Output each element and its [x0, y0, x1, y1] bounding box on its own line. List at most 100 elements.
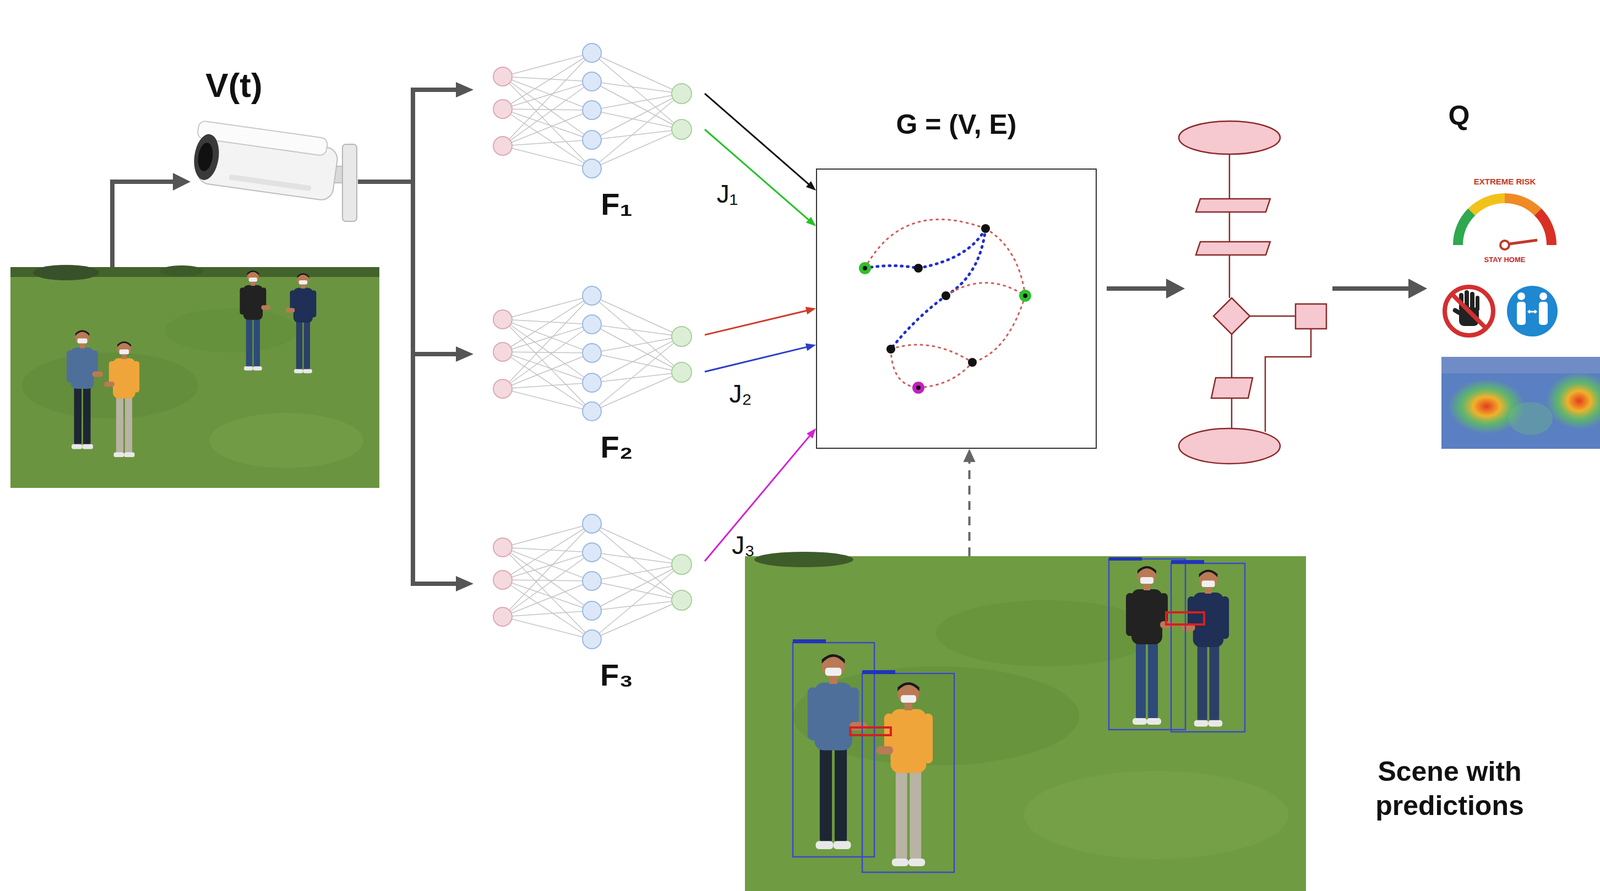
flowchart	[1178, 428, 1281, 464]
no-handshake-icon	[1451, 294, 1487, 329]
label-holder: J₃	[688, 530, 799, 560]
flowchart	[1178, 121, 1327, 464]
distance-icon	[1538, 301, 1548, 325]
camera-symbol	[191, 120, 341, 202]
scene-image	[1108, 557, 1142, 561]
scene-image	[1181, 569, 1229, 727]
no-handshake-icon	[1444, 286, 1494, 336]
scene-image	[792, 558, 1245, 873]
camera-symbol	[229, 173, 312, 192]
camera-symbol	[342, 144, 357, 222]
edge-label: J₁	[672, 178, 783, 209]
arrow-head	[963, 448, 976, 462]
input-photo	[159, 265, 204, 277]
heatmap-image	[1546, 372, 1600, 430]
no-handshake-icon	[1451, 307, 1463, 317]
connector	[968, 461, 971, 557]
scene-image	[744, 556, 1306, 891]
scene-image	[862, 673, 955, 873]
graph-drawing	[890, 344, 973, 363]
node-label: V(t)	[181, 66, 287, 105]
arrow-head	[805, 306, 816, 315]
flowchart	[1195, 241, 1271, 255]
arrow-head	[455, 346, 474, 362]
label-holder: J₂	[685, 378, 796, 409]
input-photo	[285, 273, 317, 373]
graph-drawing	[941, 291, 951, 301]
neural-networks	[493, 514, 692, 649]
graph-drawing	[886, 344, 896, 354]
node-label: Q	[1431, 99, 1487, 133]
arrow-head	[455, 82, 474, 98]
heatmap-image	[1508, 401, 1553, 435]
process-arrows	[1332, 286, 1410, 291]
graph-drawing	[1022, 293, 1028, 298]
graph-drawing	[1019, 289, 1032, 302]
scene-image	[1166, 612, 1205, 625]
node-label: F₃	[473, 656, 705, 697]
distance-icon	[1534, 309, 1538, 314]
neural-networks	[493, 43, 692, 178]
scene-image	[754, 551, 854, 568]
arrow-head	[806, 216, 816, 227]
process-arrows	[1106, 286, 1168, 291]
distance-icon	[1527, 309, 1531, 314]
scene-image	[850, 612, 1205, 736]
graph-drawing	[945, 283, 1026, 297]
input-arrow	[172, 172, 191, 191]
flowchart	[1213, 297, 1250, 335]
camera-symbol	[191, 132, 222, 182]
network-node: F₂	[473, 275, 705, 469]
graph-drawing	[981, 224, 990, 233]
flowchart	[1195, 198, 1271, 212]
process-arrows	[1408, 278, 1428, 299]
risk-gauge	[1504, 198, 1538, 212]
icon-text: EXTREME RISK	[1449, 176, 1560, 187]
graph-drawing	[864, 228, 986, 350]
node-label: G = (V, E)	[817, 107, 1096, 141]
input-photo	[165, 308, 298, 353]
graph-box: G = (V, E)	[815, 168, 1097, 449]
arrow-head	[806, 428, 816, 439]
graph-drawing	[913, 263, 923, 273]
distance-icon	[1517, 292, 1526, 301]
risk-gauge	[1537, 211, 1552, 246]
graph-drawing	[916, 385, 921, 390]
risk-gauge	[1509, 240, 1538, 244]
scene-image	[935, 600, 1157, 667]
risk-gauge	[1471, 198, 1505, 212]
scene-image	[1024, 770, 1289, 859]
camera-node: V(t)	[181, 66, 358, 232]
graph-drawing	[918, 362, 973, 388]
risk-gauge	[1457, 198, 1552, 250]
input-photo	[209, 412, 364, 468]
label-holder: J₁	[672, 178, 783, 209]
graph-drawing	[858, 262, 872, 275]
scene-image	[1181, 569, 1229, 727]
scene-image	[850, 727, 891, 736]
edge-label: J₂	[685, 378, 796, 409]
scene-image	[1125, 566, 1175, 725]
no-handshake-icon	[1470, 291, 1475, 311]
graph-drawing	[864, 265, 919, 269]
neural-networks	[493, 43, 692, 649]
input-arrow	[112, 181, 176, 268]
arrow-head	[455, 575, 474, 592]
input-photo	[285, 273, 317, 373]
no-handshake-icon	[1475, 295, 1480, 312]
distance-icon	[1506, 285, 1558, 337]
graph-drawing	[858, 224, 1032, 394]
graph-drawing	[864, 219, 1026, 388]
scene-node: Scene with predictions	[744, 556, 1306, 891]
distance-icon	[1506, 285, 1558, 337]
distance-icon	[1516, 301, 1526, 325]
label-holder: EXTREME RISK	[1449, 176, 1560, 187]
graph-drawing	[945, 228, 986, 296]
arrow-head	[805, 343, 816, 352]
flowchart	[1265, 328, 1311, 432]
flowchart	[1211, 377, 1253, 399]
network-node: F₃	[473, 503, 705, 697]
risk-gauge	[1500, 240, 1510, 250]
